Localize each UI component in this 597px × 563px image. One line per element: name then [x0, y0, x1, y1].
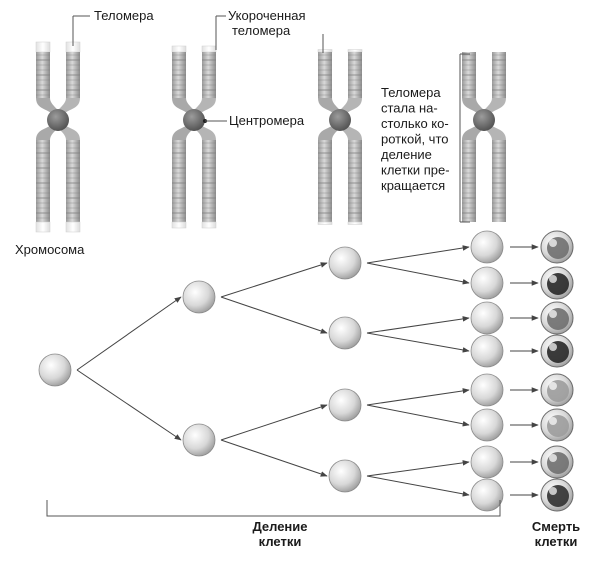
- too-short-label-line: клетки пре-: [381, 163, 450, 178]
- division-arrow: [366, 475, 470, 497]
- cell: [470, 334, 504, 368]
- cell: [38, 353, 72, 387]
- chromosome: [462, 52, 506, 222]
- cell: [328, 246, 362, 280]
- dying-cell-highlight: [549, 382, 557, 390]
- centromere: [329, 109, 351, 131]
- too-short-label-line: кращается: [381, 178, 445, 193]
- chromosome-label: Хромосома: [15, 242, 85, 257]
- death-label-2: клетки: [535, 534, 578, 549]
- chromosome: [171, 45, 217, 229]
- cell: [470, 266, 504, 300]
- too-short-label-line: стала на-: [381, 101, 438, 116]
- dying-cell-highlight: [549, 454, 557, 462]
- centromere: [183, 109, 205, 131]
- division-arrow: [366, 332, 470, 353]
- dying-cell: [540, 445, 574, 479]
- cell: [470, 445, 504, 479]
- chromosome-arm: [66, 140, 80, 222]
- cell: [470, 408, 504, 442]
- telomere: [201, 221, 217, 229]
- chromosome-arm: [172, 140, 186, 222]
- shortened-telomere-label-2: теломера: [232, 23, 291, 38]
- telomere: [171, 221, 187, 229]
- telomere: [347, 49, 363, 53]
- centromere: [473, 109, 495, 131]
- division-arrow: [366, 404, 470, 427]
- chromosome-arm: [348, 140, 362, 222]
- dying-cell: [540, 334, 574, 368]
- division-arrow: [366, 460, 470, 477]
- division-arrow: [366, 262, 470, 285]
- chromosome-arm: [462, 140, 476, 222]
- cell: [182, 423, 216, 457]
- dying-cell: [540, 408, 574, 442]
- cell-division-tree: [38, 230, 574, 512]
- centromere: [47, 109, 69, 131]
- division-arrow: [76, 369, 182, 441]
- too-short-label-line: столько ко-: [381, 116, 449, 131]
- too-short-label-line: роткой, что: [381, 132, 449, 147]
- telomere: [35, 221, 51, 233]
- division-label-1: Деление: [252, 519, 307, 534]
- division-arrow: [220, 296, 328, 334]
- dying-cell-highlight: [549, 275, 557, 283]
- telomere: [317, 221, 333, 225]
- cell: [328, 388, 362, 422]
- dying-cell: [540, 230, 574, 264]
- too-short-label-line: Теломера: [381, 85, 441, 100]
- cell: [470, 478, 504, 512]
- division-arrow: [366, 245, 470, 264]
- chromosome: [317, 49, 363, 225]
- division-arrow: [220, 262, 328, 298]
- division-arrow: [76, 296, 182, 371]
- telomere: [317, 49, 333, 53]
- cell: [328, 459, 362, 493]
- death-label-1: Смерть: [532, 519, 580, 534]
- chromosome: [35, 41, 81, 233]
- dying-cell-highlight: [549, 417, 557, 425]
- telomere-label: Теломера: [94, 8, 154, 23]
- telomere: [35, 41, 51, 53]
- telomere: [171, 45, 187, 53]
- division-arrow: [220, 404, 328, 441]
- dying-cell: [540, 301, 574, 335]
- chromosome-arm: [492, 140, 506, 222]
- cell: [182, 280, 216, 314]
- division-bracket: [46, 500, 501, 517]
- cell: [470, 230, 504, 264]
- chromosome-arm: [36, 140, 50, 222]
- cell: [470, 373, 504, 407]
- centromere-label: Центромера: [229, 113, 305, 128]
- dying-cell: [540, 373, 574, 407]
- telomere: [201, 45, 217, 53]
- dying-cell-highlight: [549, 239, 557, 247]
- dying-cell: [540, 266, 574, 300]
- dying-cell-highlight: [549, 487, 557, 495]
- dying-cell-highlight: [549, 310, 557, 318]
- division-arrow: [220, 439, 328, 477]
- telomere: [347, 221, 363, 225]
- division-arrow: [366, 388, 470, 406]
- cell: [470, 301, 504, 335]
- division-arrow: [366, 316, 470, 334]
- dying-cell: [540, 478, 574, 512]
- chromosome-arm: [202, 140, 216, 222]
- cell: [328, 316, 362, 350]
- telomere: [65, 221, 81, 233]
- chromosome-row: [35, 41, 506, 233]
- division-label-2: клетки: [259, 534, 302, 549]
- dying-cell-highlight: [549, 343, 557, 351]
- too-short-label-line: деление: [381, 147, 432, 162]
- chromosome-arm: [318, 140, 332, 222]
- shortened-telomere-label-1: Укороченная: [228, 8, 306, 23]
